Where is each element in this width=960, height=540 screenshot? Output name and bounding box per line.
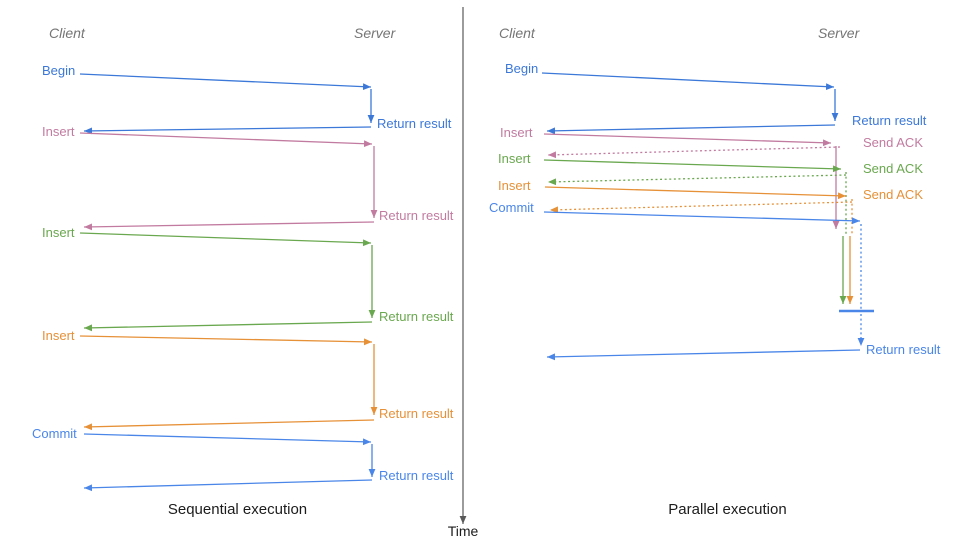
- seq-insert3-response-label: Return result: [379, 406, 454, 421]
- insert2-return-arrow: [83, 321, 373, 332]
- commit-return-arrow: [83, 479, 373, 492]
- begin-return-arrow: [546, 124, 836, 135]
- commit-return-arrow: [546, 349, 861, 361]
- insert2-request-arrow: [79, 232, 372, 247]
- par-begin-label: Begin: [505, 61, 539, 76]
- seq-commit-response-label: Return result: [379, 468, 454, 483]
- seq-begin-response-label: Return result: [377, 116, 452, 131]
- commit-request-arrow: [543, 211, 861, 225]
- seq-insert2-response-label: Return result: [379, 309, 454, 324]
- seq-insert2-flow: [79, 232, 376, 332]
- seq-insert1-flow: [79, 132, 378, 231]
- insert2-request-arrow: [543, 159, 842, 173]
- begin-request-arrow: [541, 72, 835, 91]
- insert2-ack-arrow: [547, 174, 847, 186]
- seq-insert1-response-label: Return result: [379, 208, 454, 223]
- seq-commit-flow: [83, 433, 376, 492]
- par-begin-response-label: Return result: [852, 113, 927, 128]
- par-insert2-ack-label: Send ACK: [863, 161, 923, 176]
- insert3-request-arrow: [79, 335, 373, 346]
- seq-insert1-label: Insert: [42, 124, 75, 139]
- commit-request-arrow: [83, 433, 372, 446]
- par-server-header: Server: [818, 25, 860, 41]
- par-insert2-flow: [543, 159, 847, 304]
- par-insert3-label: Insert: [498, 178, 531, 193]
- insert3-return-arrow: [83, 419, 375, 431]
- seq-commit-label: Commit: [32, 426, 77, 441]
- seq-insert3-label: Insert: [42, 328, 75, 343]
- begin-return-arrow: [83, 126, 372, 135]
- par-insert1-flow: [543, 133, 841, 229]
- par-client-header: Client: [499, 25, 535, 41]
- parallel-diagram: [541, 72, 874, 361]
- insert1-request-arrow: [543, 133, 832, 147]
- par-begin-flow: [541, 72, 839, 135]
- seq-begin-label: Begin: [42, 63, 76, 78]
- seq-client-header: Client: [49, 25, 85, 41]
- parallel-title: Parallel execution: [668, 501, 787, 518]
- seq-insert3-flow: [79, 335, 378, 431]
- seq-insert2-label: Insert: [42, 225, 75, 240]
- par-commit-label: Commit: [489, 200, 534, 215]
- sequential-diagram: [79, 73, 378, 492]
- time-axis-label: Time: [447, 523, 479, 539]
- par-insert3-ack-label: Send ACK: [863, 187, 923, 202]
- seq-server-header: Server: [354, 25, 396, 41]
- insert1-ack-arrow: [547, 146, 841, 159]
- par-insert1-label: Insert: [500, 125, 533, 140]
- insert3-ack-arrow: [549, 201, 853, 214]
- insert3-request-arrow: [544, 186, 847, 200]
- par-insert1-ack-label: Send ACK: [863, 135, 923, 150]
- insert1-return-arrow: [83, 221, 375, 231]
- par-insert3-flow: [544, 186, 854, 304]
- sequential-title: Sequential execution: [167, 501, 308, 518]
- par-commit-flow: [543, 211, 874, 361]
- par-commit-response-label: Return result: [866, 342, 941, 357]
- begin-request-arrow: [79, 73, 372, 91]
- par-insert2-label: Insert: [498, 151, 531, 166]
- seq-begin-flow: [79, 73, 375, 135]
- insert1-request-arrow: [79, 132, 373, 148]
